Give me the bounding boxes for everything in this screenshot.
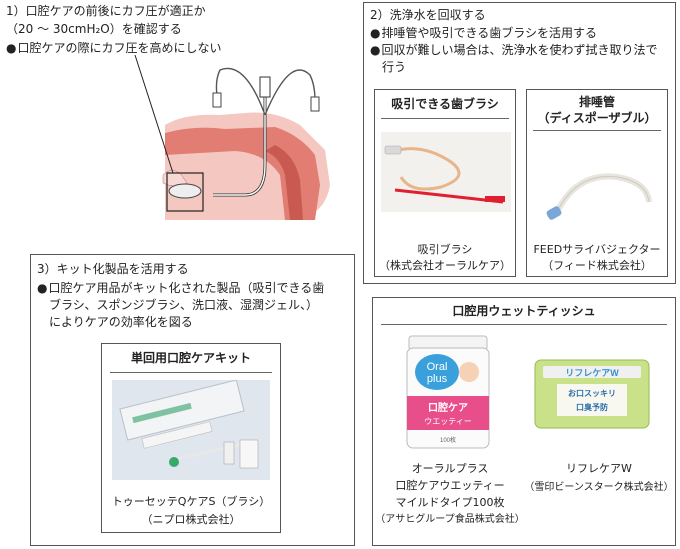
- suction-toothbrush-title: 吸引できる歯ブラシ: [391, 97, 499, 111]
- refrecare-label-2: 口臭予防: [576, 402, 608, 412]
- divider: [381, 324, 667, 325]
- oral-plus-caption-1: オーラルプラス: [411, 462, 489, 475]
- section1-title-line1: 1）口腔ケアの前後にカフ圧が適正か: [6, 4, 206, 18]
- section2-bullet-1-text: 排唾管や吸引できる歯ブラシを活用する: [381, 26, 598, 40]
- kit-panel: 単回用口腔ケアキット トゥーセッテQケアS（ブラシ） （ニプロ株式会社）: [101, 343, 281, 533]
- saliva-ejector-caption-2: （フィード株式会社）: [542, 259, 652, 272]
- section2-box: 2）洗浄水を回収する ●排唾管や吸引できる歯ブラシを活用する ●回収が難しい場合…: [363, 2, 676, 284]
- section4-box: 口腔用ウェットティッシュ Oral plus 口腔ケア ウエッティー 100枚 …: [372, 297, 676, 546]
- saliva-ejector-panel: 排唾管 （ディスポーザブル） FEEDサライバジェクター （フィード株式会社）: [526, 89, 668, 277]
- bullet-icon: ●: [370, 26, 381, 40]
- oral-plus-brand-2: plus: [427, 373, 448, 385]
- suction-toothbrush-caption-2: （株式会社オーラルケア）: [379, 259, 511, 272]
- refrecare-label-1: お口スッキリ: [568, 389, 616, 398]
- section3-bullet-text-1: 口腔ケア用品がキット化された製品（吸引できる歯: [48, 281, 325, 295]
- refrecare-caption-2: （雪印ビーンスターク株式会社）: [524, 482, 674, 493]
- section2-bullet-2-text: 回収が難しい場合は、洗浄水を使わず拭き取り法で: [381, 43, 658, 57]
- saliva-ejector-caption-1: FEEDサライバジェクター: [533, 243, 661, 256]
- suction-toothbrush-caption-1: 吸引ブラシ: [417, 243, 473, 256]
- divider: [381, 118, 509, 119]
- oral-plus-caption-4: （アサヒグループ食品株式会社）: [375, 514, 525, 525]
- bullet-icon: ●: [6, 41, 17, 55]
- oral-plus-caption-3: マイルドタイプ100枚: [395, 496, 505, 509]
- oral-plus-canister-image: Oral plus 口腔ケア ウエッティー 100枚: [406, 335, 490, 449]
- refrecare-pouch-image: リフレケアW お口スッキリ 口臭予防: [534, 359, 650, 429]
- section2-bullet-2: ●回収が難しい場合は、洗浄水を使わず拭き取り法で: [370, 42, 658, 59]
- section2-bullet-1: ●排唾管や吸引できる歯ブラシを活用する: [370, 25, 597, 42]
- section3-bullet-text-3: によりケアの効率化を図る: [49, 315, 193, 329]
- oral-plus-label-1: 口腔ケア: [428, 401, 468, 414]
- kit-caption-2: （ニプロ株式会社）: [141, 513, 241, 526]
- section1-title-line2: （20 ～ 30cmH₂O）を確認する: [6, 22, 182, 36]
- suction-toothbrush-panel: 吸引できる歯ブラシ 吸引ブラシ （株式会社オーラルケア）: [374, 89, 516, 277]
- section1-bullet-text: 口腔ケアの際にカフ圧を高めにしない: [17, 41, 222, 55]
- section2-title: 2）洗浄水を回収する: [370, 8, 486, 22]
- saliva-ejector-image: [546, 173, 652, 220]
- refrecare-caption-1: リフレケアW: [566, 462, 632, 475]
- refrecare-brand: リフレケアW: [565, 368, 619, 378]
- saliva-ejector-title-1: 排唾管: [578, 95, 615, 109]
- suction-toothbrush-image: [381, 132, 511, 212]
- bullet-icon: ●: [37, 281, 48, 295]
- divider: [110, 372, 272, 373]
- oral-plus-brand-1: Oral: [427, 361, 448, 373]
- section1-bullet: ●口腔ケアの際にカフ圧を高めにしない: [6, 40, 222, 57]
- bullet-icon: ●: [370, 43, 381, 57]
- saliva-ejector-title-2: （ディスポーザブル）: [537, 111, 657, 125]
- kit-caption-1: トゥーセッテQケアS（ブラシ）: [111, 495, 271, 508]
- section3-bullet-text-2: ブラシ、スポンジブラシ、洗口液、湿潤ジェル、）: [49, 298, 319, 312]
- section2-bullet-2-cont: 行う: [382, 60, 407, 74]
- divider: [533, 130, 661, 131]
- kit-image: [112, 380, 270, 480]
- section3-box: 3）キット化製品を活用する ●口腔ケア用品がキット化された製品（吸引できる歯 ブ…: [30, 254, 355, 546]
- section3-title: 3）キット化製品を活用する: [37, 262, 189, 276]
- oral-plus-count: 100枚: [440, 436, 456, 444]
- intubation-illustration: [134, 55, 330, 220]
- oral-plus-label-2: ウエッティー: [424, 417, 472, 426]
- oral-plus-caption-2: 口腔ケアウエッティー: [395, 479, 505, 492]
- section3-bullet: ●口腔ケア用品がキット化された製品（吸引できる歯: [37, 280, 324, 297]
- kit-title: 単回用口腔ケアキット: [130, 351, 251, 365]
- section4-title: 口腔用ウェットティッシュ: [452, 304, 596, 318]
